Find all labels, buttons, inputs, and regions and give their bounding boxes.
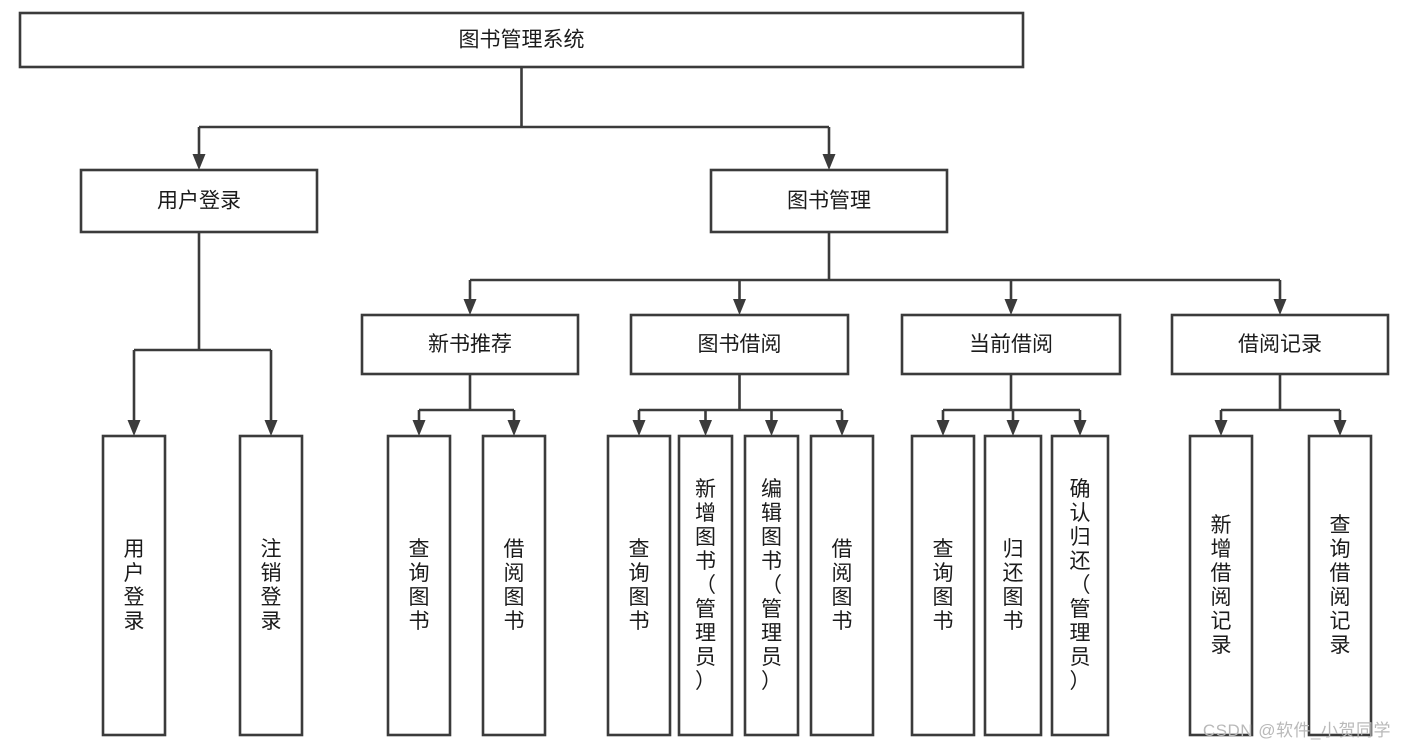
node-label: 借阅记录 — [1238, 333, 1322, 356]
node-label: 图书管理 — [787, 190, 871, 213]
arrow-head-icon — [632, 420, 646, 436]
node-new-book-rec[interactable]: 新书推荐 — [360, 313, 580, 376]
arrow-head-icon — [264, 420, 278, 436]
node-box — [743, 434, 800, 737]
node-box — [238, 434, 304, 737]
node-leaf-user-login[interactable]: 用户登录 — [101, 434, 167, 737]
node-label: 新书推荐 — [428, 333, 512, 356]
arrow-head-icon — [127, 420, 141, 436]
node-leaf-confirm-return[interactable]: 确认归还（管理员） — [1050, 434, 1110, 737]
node-box — [900, 313, 1122, 376]
node-label: 当前借阅 — [969, 333, 1053, 356]
node-label: 借阅图书 — [504, 538, 525, 633]
node-borrow-record[interactable]: 借阅记录 — [1170, 313, 1390, 376]
arrow-head-icon — [765, 420, 778, 436]
node-book-manage[interactable]: 图书管理 — [709, 168, 949, 234]
node-box — [1188, 434, 1254, 737]
node-box — [1170, 313, 1390, 376]
node-box — [18, 11, 1025, 69]
node-box — [1050, 434, 1110, 737]
arrow-head-icon — [507, 420, 521, 436]
node-leaf-borrow-book-1[interactable]: 借阅图书 — [481, 434, 547, 737]
arrow-head-icon — [835, 420, 849, 436]
node-leaf-add-record[interactable]: 新增借阅记录 — [1188, 434, 1254, 737]
node-label: 新增借阅记录 — [1211, 514, 1232, 657]
node-box — [629, 313, 850, 376]
node-label: 图书管理系统 — [459, 29, 585, 52]
node-label: 用户登录 — [124, 538, 145, 633]
node-box — [910, 434, 976, 737]
node-leaf-query-book-2[interactable]: 查询图书 — [606, 434, 672, 737]
node-leaf-logout[interactable]: 注销登录 — [238, 434, 304, 737]
node-label: 确认归还（管理员） — [1070, 478, 1091, 693]
node-root[interactable]: 图书管理系统 — [18, 11, 1025, 69]
node-label: 查询图书 — [933, 538, 954, 633]
arrow-head-icon — [192, 154, 206, 170]
node-current-borrow[interactable]: 当前借阅 — [900, 313, 1122, 376]
node-user-login[interactable]: 用户登录 — [79, 168, 319, 234]
node-leaf-return-book[interactable]: 归还图书 — [983, 434, 1043, 737]
node-label: 借阅图书 — [832, 538, 853, 633]
node-box — [1307, 434, 1373, 737]
node-label: 用户登录 — [157, 190, 241, 213]
node-box — [709, 168, 949, 234]
arrow-head-icon — [412, 420, 426, 436]
arrow-head-icon — [1273, 299, 1287, 315]
node-box — [606, 434, 672, 737]
arrow-head-icon — [1004, 299, 1018, 315]
node-leaf-add-book[interactable]: 新增图书（管理员） — [677, 434, 734, 737]
node-box — [360, 313, 580, 376]
node-box — [481, 434, 547, 737]
arrow-head-icon — [463, 299, 477, 315]
arrow-head-icon — [936, 420, 950, 436]
arrow-head-icon — [1073, 420, 1087, 436]
node-label: 新增图书（管理员） — [695, 478, 716, 693]
node-leaf-query-record[interactable]: 查询借阅记录 — [1307, 434, 1373, 737]
arrow-head-icon — [1214, 420, 1228, 436]
node-box — [677, 434, 734, 737]
arrow-head-icon — [1333, 420, 1347, 436]
node-book-borrow[interactable]: 图书借阅 — [629, 313, 850, 376]
node-label: 查询借阅记录 — [1330, 514, 1351, 657]
node-box — [101, 434, 167, 737]
node-box — [386, 434, 452, 737]
node-label: 归还图书 — [1003, 538, 1024, 633]
node-box — [983, 434, 1043, 737]
node-label: 图书借阅 — [698, 333, 782, 356]
arrow-head-icon — [733, 299, 746, 315]
arrow-head-icon — [822, 154, 836, 170]
node-box — [79, 168, 319, 234]
node-label: 注销登录 — [261, 538, 282, 633]
node-leaf-borrow-book-2[interactable]: 借阅图书 — [809, 434, 875, 737]
node-label: 查询图书 — [409, 538, 430, 633]
arrow-head-icon — [699, 420, 712, 436]
node-leaf-query-book-3[interactable]: 查询图书 — [910, 434, 976, 737]
node-box — [809, 434, 875, 737]
node-leaf-edit-book[interactable]: 编辑图书（管理员） — [743, 434, 800, 737]
node-label: 编辑图书（管理员） — [761, 478, 782, 693]
node-leaf-query-book-1[interactable]: 查询图书 — [386, 434, 452, 737]
node-label: 查询图书 — [629, 538, 650, 633]
arrow-head-icon — [1006, 420, 1020, 436]
